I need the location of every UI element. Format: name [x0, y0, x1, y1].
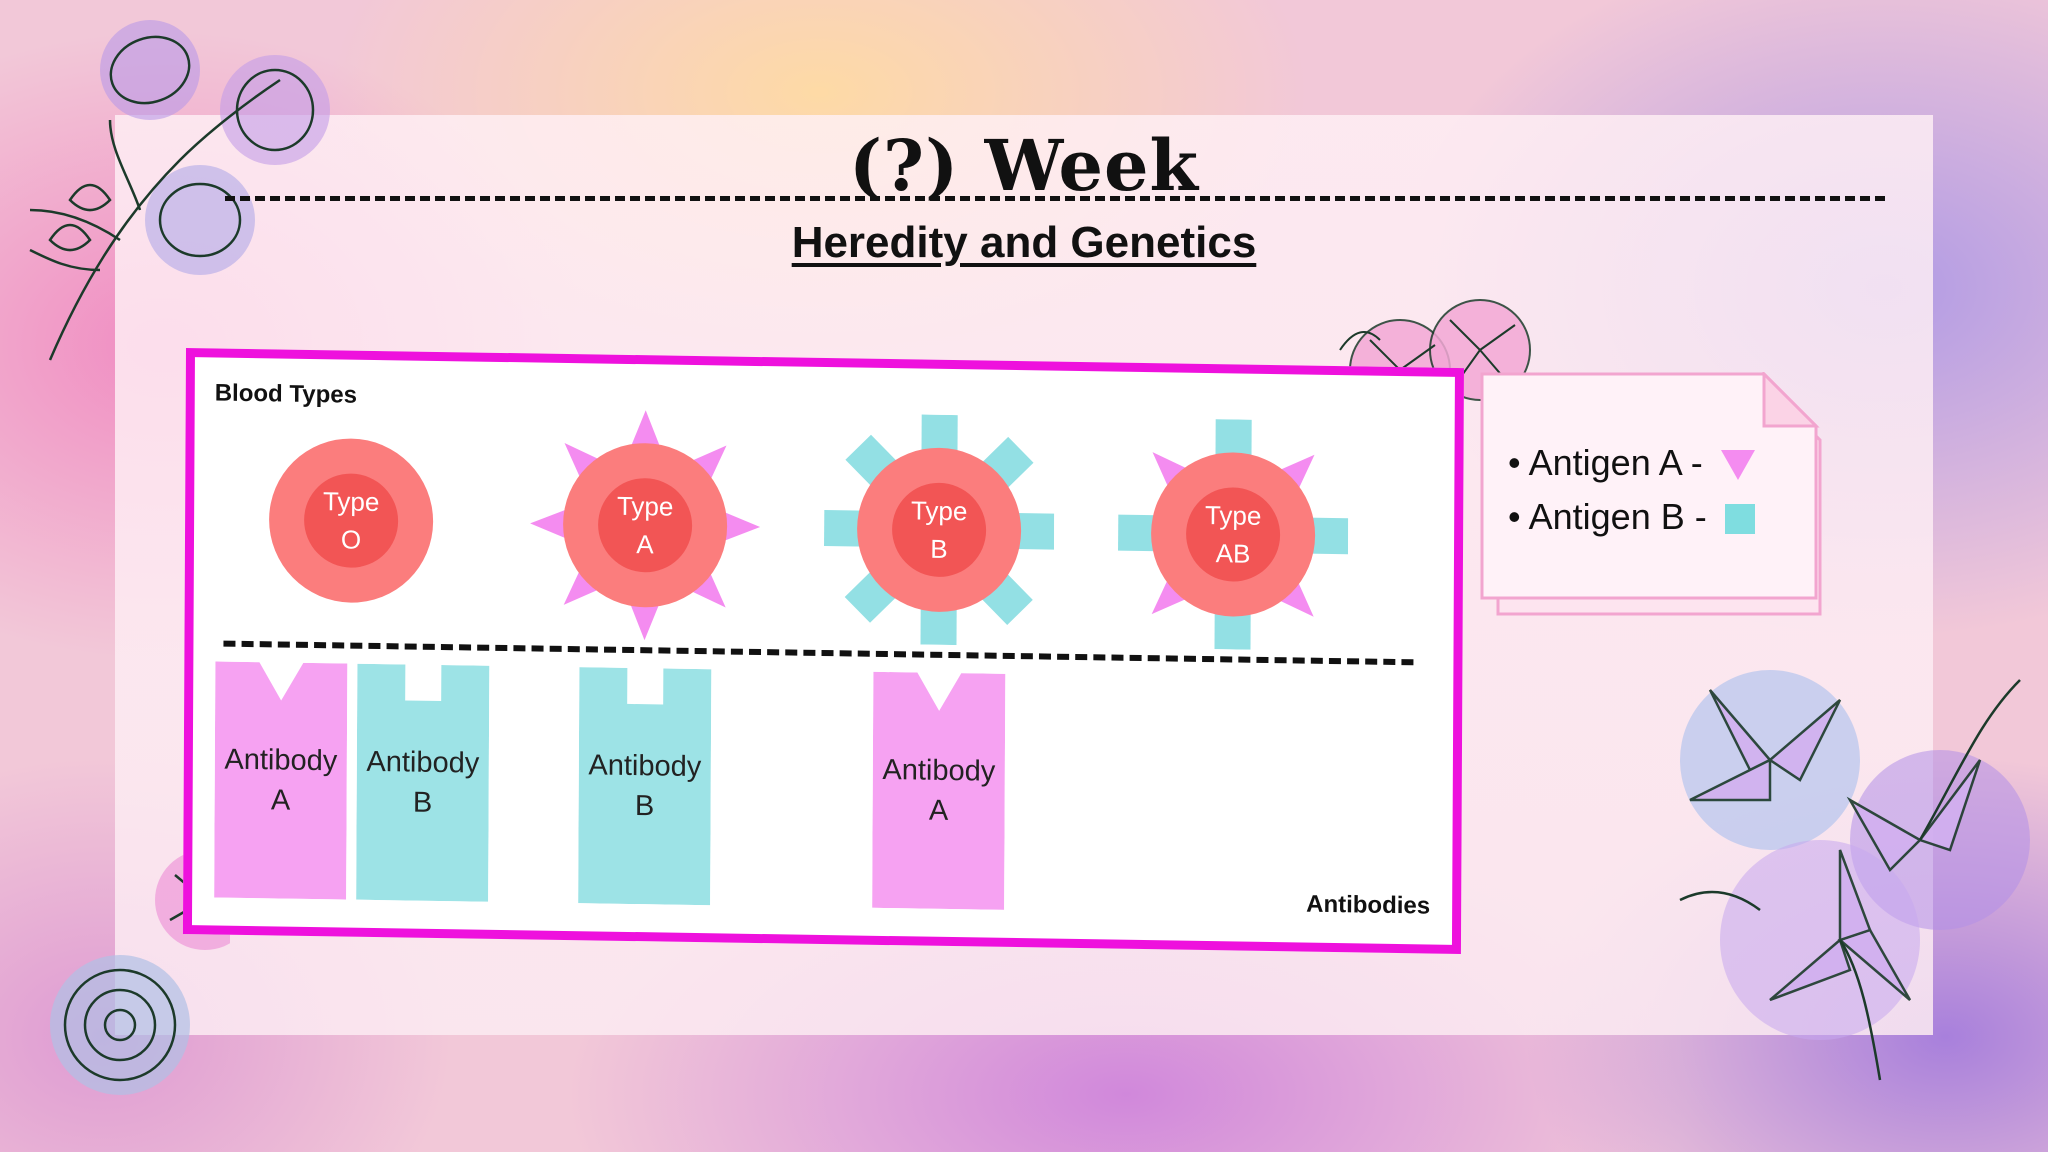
- triangle-icon: [1720, 450, 1755, 481]
- antibody-label-line1: Antibody: [882, 753, 996, 788]
- antibody-label-line2: B: [634, 790, 655, 823]
- antibody-a-2: Antibody A: [872, 671, 1006, 910]
- antibody-label-line2: B: [412, 786, 433, 819]
- antibody-a-1: Antibody A: [214, 661, 348, 900]
- legend-label-a: • Antigen A -: [1508, 442, 1703, 483]
- cell-label-line2: O: [340, 524, 362, 555]
- cell-label-line1: Type: [910, 495, 968, 527]
- antibodies-label: Antibodies: [1306, 890, 1431, 920]
- legend-item-antigen-a: • Antigen A -: [1508, 442, 1755, 484]
- legend-item-antigen-b: • Antigen B -: [1508, 496, 1755, 538]
- blood-types-panel: Blood Types Antibodies Type O: [182, 348, 1464, 955]
- antibody-label-line2: A: [270, 784, 291, 817]
- blood-cell-type-ab: Type AB: [1117, 418, 1349, 652]
- flower-illustration-top-left: [29, 20, 330, 361]
- cell-label-line1: Type: [1204, 500, 1262, 531]
- square-icon: [1724, 504, 1755, 535]
- antibody-label-line1: Antibody: [588, 749, 702, 784]
- legend-label-b: • Antigen B -: [1508, 496, 1707, 537]
- antibody-label-line2: A: [928, 794, 949, 827]
- antibody-b-2: Antibody B: [578, 667, 712, 906]
- slide-subtitle: Heredity and Genetics: [791, 218, 1257, 267]
- antibody-b-1: Antibody B: [356, 663, 490, 902]
- cell-label-line2: AB: [1215, 538, 1251, 569]
- title-divider: [225, 196, 1885, 201]
- cell-label-line1: Type: [322, 486, 380, 518]
- antigen-legend: • Antigen A - • Antigen B -: [1480, 372, 1824, 616]
- lily-illustration-right: [1679, 670, 2030, 1081]
- cell-label-line2: B: [930, 533, 948, 564]
- antibody-label-line1: Antibody: [224, 743, 338, 778]
- blood-cell-type-a: Type A: [530, 408, 761, 642]
- antibody-label-line1: Antibody: [366, 745, 480, 780]
- blood-cell-type-b: Type B: [823, 413, 1055, 647]
- slide-title: (?) Week: [848, 124, 1200, 207]
- blood-cell-type-o: Type O: [236, 404, 467, 638]
- cell-label-line1: Type: [616, 490, 674, 522]
- cell-label-line2: A: [636, 529, 654, 560]
